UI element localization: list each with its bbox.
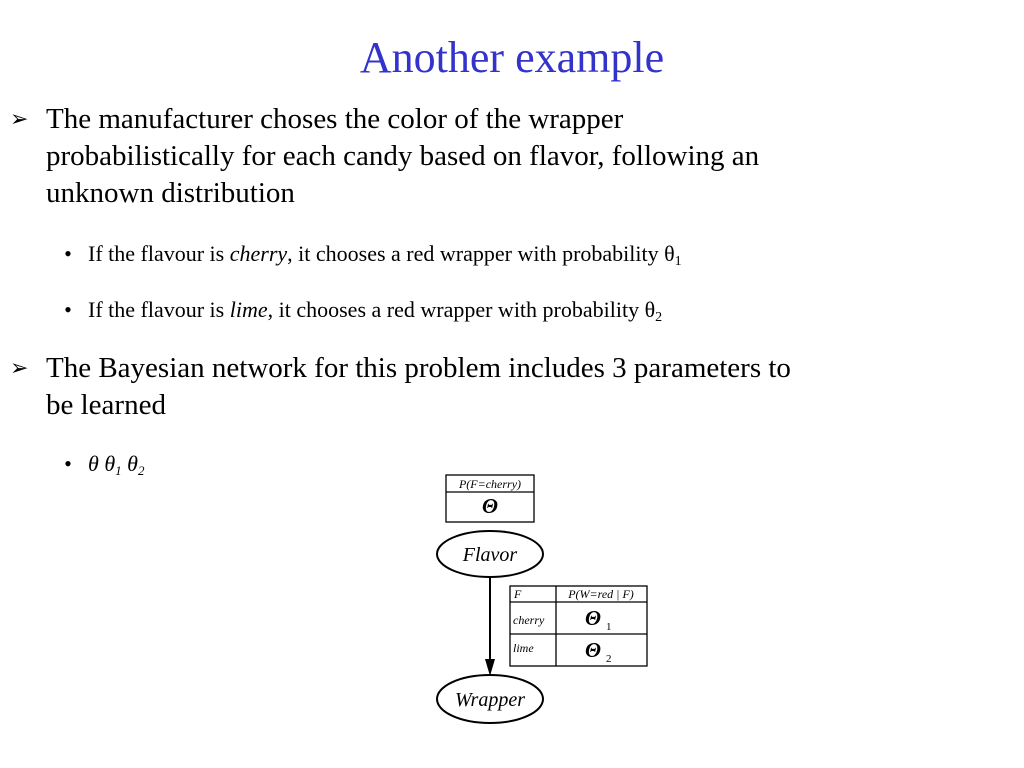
cpt-row-cherry: cherry	[513, 613, 545, 627]
parameters-list: θ θ1 θ2	[88, 451, 145, 478]
cpt-parent-header: F	[513, 587, 522, 601]
cpt-theta-2-subscript: 2	[606, 653, 612, 665]
wrapper-node: Wrapper	[436, 674, 544, 724]
cpt-theta-2: Θ	[585, 638, 601, 662]
prior-table-header: P(F=cherry)	[458, 477, 521, 491]
flavor-node-label: Flavor	[462, 544, 518, 566]
sub-bullet-parameters: • θ θ1 θ2	[48, 450, 144, 477]
main-bullet-2-text: The Bayesian network for this problem in…	[46, 352, 791, 421]
sub-bullet-lime: • If the flavour is lime, it chooses a r…	[48, 296, 663, 325]
main-bullet-2: ➢ The Bayesian network for this problem …	[0, 350, 1000, 424]
bayesian-network-diagram: P(F=cherry) Θ Flavor F P(W=red | F) cher…	[436, 474, 648, 724]
dot-bullet-icon: •	[64, 297, 72, 322]
main-bullet-1: ➢ The manufacturer choses the color of t…	[0, 101, 1000, 212]
sub-bullet-cherry: • If the flavour is cherry, it chooses a…	[48, 240, 682, 269]
cpt-row-lime: lime	[513, 641, 534, 655]
cpt-theta-1: Θ	[585, 606, 601, 630]
conditional-probability-table: F P(W=red | F) cherry Θ 1 lime Θ 2	[509, 585, 648, 667]
sub-bullet-lime-text: If the flavour is lime, it chooses a red…	[88, 297, 663, 325]
dot-bullet-icon: •	[64, 241, 72, 266]
arrowhead-bullet-icon: ➢	[10, 107, 29, 132]
main-bullet-1-text: The manufacturer choses the color of the…	[46, 103, 760, 209]
cpt-theta-1-subscript: 1	[606, 621, 612, 633]
prior-table: P(F=cherry) Θ	[445, 474, 535, 523]
arrowhead-bullet-icon: ➢	[10, 356, 29, 381]
flavor-node: Flavor	[436, 530, 544, 578]
sub-bullet-cherry-text: If the flavour is cherry, it chooses a r…	[88, 241, 682, 269]
flavor-to-wrapper-arrow	[485, 577, 495, 676]
wrapper-node-label: Wrapper	[455, 689, 525, 711]
cpt-prob-header: P(W=red | F)	[567, 587, 634, 601]
slide-title: Another example	[359, 33, 665, 82]
dot-bullet-icon: •	[64, 451, 72, 476]
prior-table-theta: Θ	[482, 494, 498, 518]
